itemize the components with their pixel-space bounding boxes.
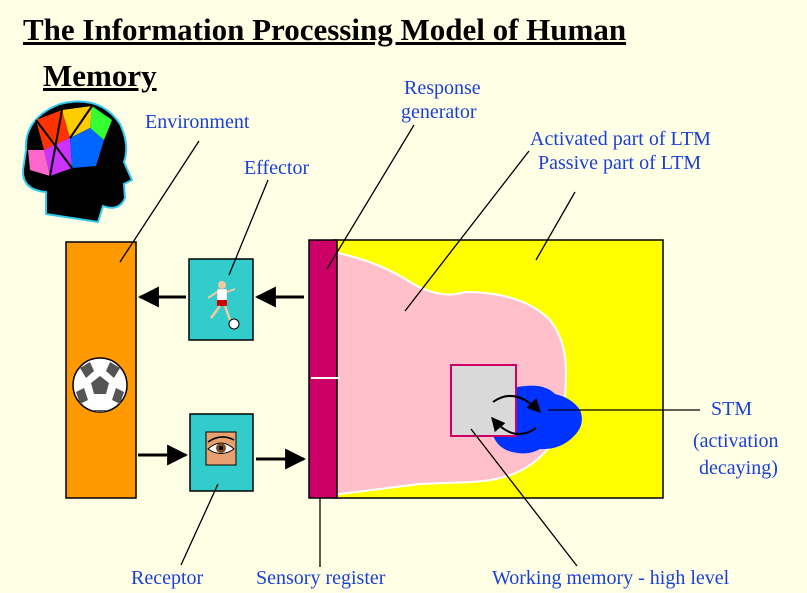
stm-note-line1: (activation: [693, 430, 779, 452]
soccer-player-icon: [207, 281, 240, 330]
stm-note-line2: decaying): [699, 457, 778, 479]
working-memory-box: [450, 364, 517, 437]
response-generator-label-line1: Response: [404, 77, 481, 99]
sensory-register-label: Sensory register: [256, 567, 386, 589]
soccer-ball-icon: [72, 357, 128, 413]
passive-ltm-label: Passive part of LTM: [538, 152, 702, 174]
environment-label: Environment: [145, 111, 250, 133]
receptor-label: Receptor: [131, 567, 204, 589]
stm-label: STM: [711, 398, 753, 420]
response-generator-label-line2: generator: [401, 101, 477, 123]
head-brain-icon: [21, 100, 134, 224]
working-memory-label: Working memory - high level: [492, 567, 730, 589]
slide-title-line2: Memory: [43, 58, 157, 93]
effector-label: Effector: [244, 157, 310, 179]
cycle-arrow-top: [492, 394, 541, 414]
activated-ltm-label: Activated part of LTM: [530, 128, 711, 150]
slide-title-line1: The Information Processing Model of Huma…: [23, 12, 627, 47]
leader-lines: [119, 124, 700, 567]
sensory-register-bar: [308, 239, 338, 499]
cycle-arrow-bottom: [491, 416, 537, 436]
eye-icon: [205, 431, 237, 466]
